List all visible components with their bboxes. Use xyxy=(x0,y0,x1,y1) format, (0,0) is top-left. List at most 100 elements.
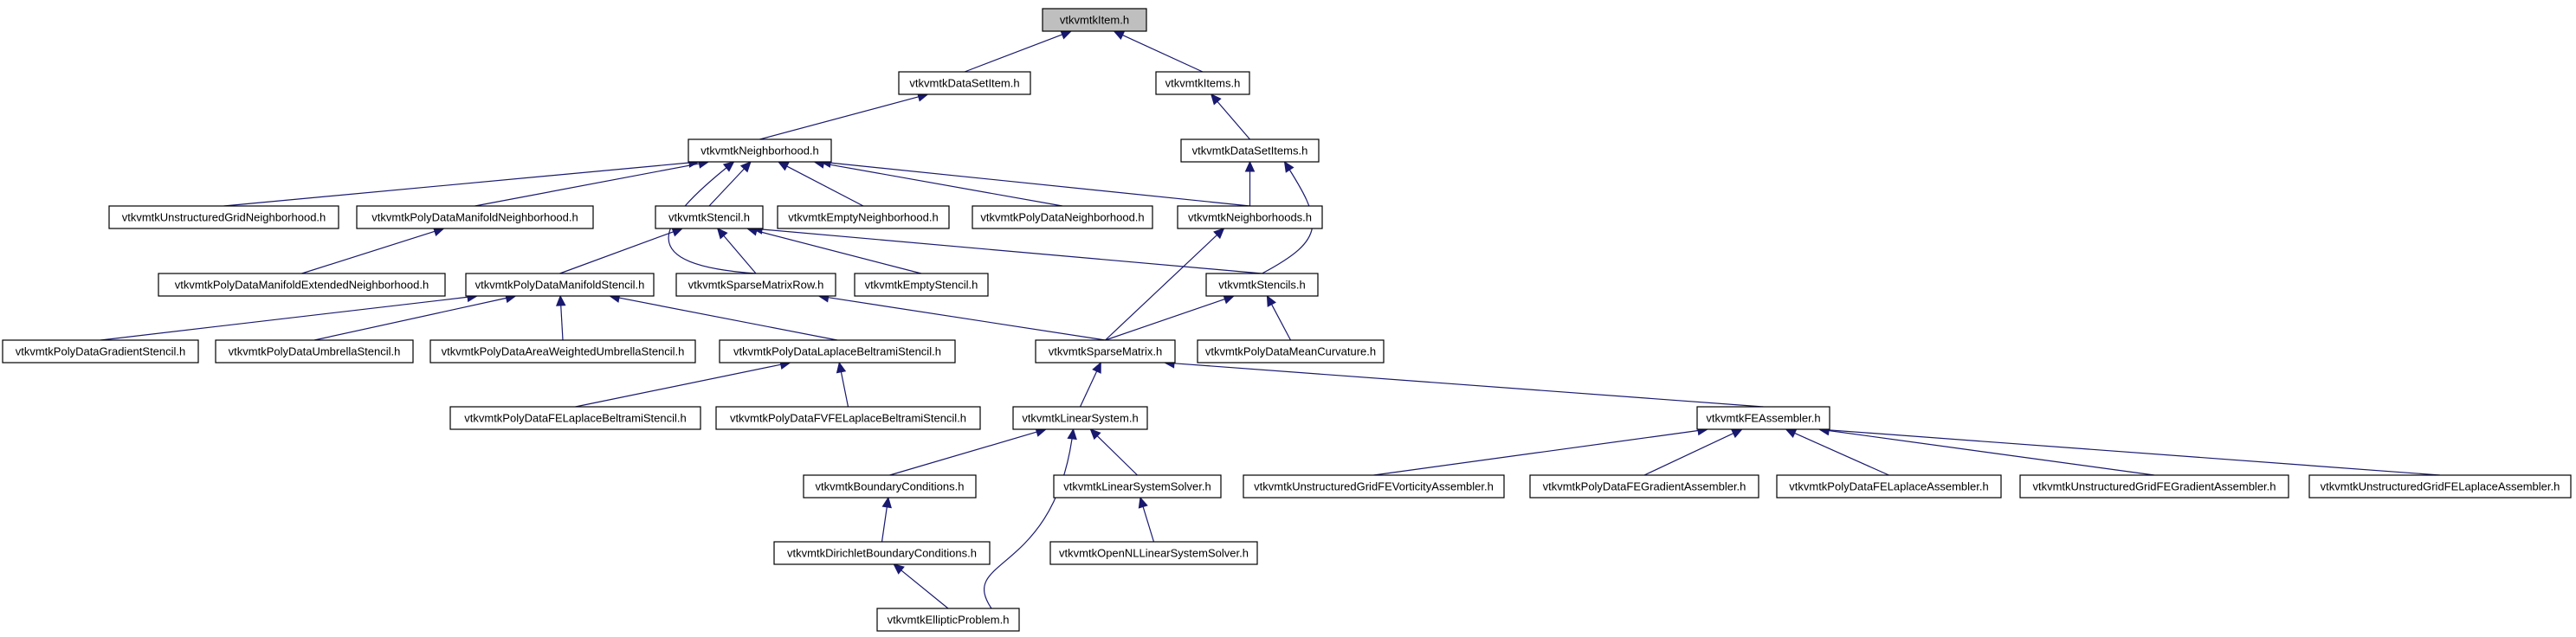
node-box xyxy=(108,205,339,229)
node-label: vtkvmtkPolyDataFELaplaceBeltramiStencil.… xyxy=(464,412,687,425)
edge-line xyxy=(830,162,1250,207)
edge-dataSetItem-to-item xyxy=(964,29,1073,73)
node-ugFEVorticity[interactable]: vtkvmtkUnstructuredGridFEVorticityAssemb… xyxy=(1243,474,1505,499)
edge-pdFELaplaceAsm-to-feAssembler xyxy=(1785,428,1889,476)
edge-line xyxy=(984,428,1075,609)
edge-linearSystem-to-sparseMatrix xyxy=(1079,361,1101,408)
edge-line xyxy=(708,168,745,207)
edge-arrowhead xyxy=(881,496,892,509)
node-label: vtkvmtkUnstructuredGridNeighborhood.h xyxy=(122,211,326,224)
edge-arrowhead xyxy=(777,161,790,171)
edge-line xyxy=(761,228,1262,274)
edge-line xyxy=(840,371,849,408)
node-emptyNeighborhood[interactable]: vtkvmtkEmptyNeighborhood.h xyxy=(777,205,950,229)
node-label: vtkvmtkPolyDataGradientStencil.h xyxy=(16,345,186,358)
node-box xyxy=(2,339,199,364)
edge-line xyxy=(559,231,674,274)
edge-line xyxy=(1122,35,1204,73)
edge-line xyxy=(723,235,757,274)
node-label: vtkvmtkUnstructuredGridFEGradientAssembl… xyxy=(2032,480,2276,493)
node-ugFEGradient[interactable]: vtkvmtkUnstructuredGridFEGradientAssembl… xyxy=(2019,474,2289,499)
node-label: vtkvmtkSparseMatrix.h xyxy=(1049,345,1162,358)
edge-sparseMatrix-to-stencils xyxy=(1105,294,1236,341)
node-meanCurvature[interactable]: vtkvmtkPolyDataMeanCurvature.h xyxy=(1197,339,1385,364)
edge-elliptic-to-linearSystem xyxy=(984,428,1077,609)
node-pdFELaplace[interactable]: vtkvmtkPolyDataFELaplaceBeltramiStencil.… xyxy=(449,406,701,430)
node-label: vtkvmtkSparseMatrixRow.h xyxy=(688,279,824,292)
node-boundaryConditions[interactable]: vtkvmtkBoundaryConditions.h xyxy=(803,474,977,499)
node-items[interactable]: vtkvmtkItems.h xyxy=(1155,71,1250,95)
node-box xyxy=(1053,474,1222,499)
node-label: vtkvmtkPolyDataManifoldStencil.h xyxy=(475,279,645,292)
node-label: vtkvmtkEmptyStencil.h xyxy=(865,279,978,292)
edge-line xyxy=(1217,100,1250,140)
node-pdAreaUmbrella[interactable]: vtkvmtkPolyDataAreaWeightedUmbrellaStenc… xyxy=(429,339,696,364)
node-linearSolver[interactable]: vtkvmtkLinearSystemSolver.h xyxy=(1053,474,1222,499)
node-neighborhoods[interactable]: vtkvmtkNeighborhoods.h xyxy=(1177,205,1323,229)
edge-elliptic-to-dirichlet xyxy=(893,563,949,609)
node-label: vtkvmtkDirichletBoundaryConditions.h xyxy=(787,547,977,560)
node-ugFELaplace[interactable]: vtkvmtkUnstructuredGridFELaplaceAssemble… xyxy=(2308,474,2572,499)
node-sparseRow[interactable]: vtkvmtkSparseMatrixRow.h xyxy=(675,273,836,297)
node-label: vtkvmtkStencil.h xyxy=(668,211,750,224)
node-sparseMatrix[interactable]: vtkvmtkSparseMatrix.h xyxy=(1035,339,1176,364)
node-box xyxy=(2019,474,2289,499)
node-box xyxy=(1035,339,1176,364)
edge-boundaryConditions-to-linearSystem xyxy=(889,427,1048,476)
node-dataSetItems[interactable]: vtkvmtkDataSetItems.h xyxy=(1180,138,1320,163)
edge-line xyxy=(759,96,919,140)
node-pdLaplaceStencil[interactable]: vtkvmtkPolyDataLaplaceBeltramiStencil.h xyxy=(719,339,956,364)
node-box xyxy=(465,273,655,297)
node-neighborhood[interactable]: vtkvmtkNeighborhood.h xyxy=(688,138,832,163)
node-label: vtkvmtkPolyDataManifoldExtendedNeighborh… xyxy=(175,279,429,292)
node-label: vtkvmtkOpenNLLinearSystemSolver.h xyxy=(1059,547,1249,560)
edge-arrowhead xyxy=(1730,428,1743,439)
node-pdFEGradient[interactable]: vtkvmtkPolyDataFEGradientAssembler.h xyxy=(1529,474,1759,499)
node-label: vtkvmtkEllipticProblem.h xyxy=(888,614,1010,627)
node-box xyxy=(1049,541,1258,565)
node-label: vtkvmtkUnstructuredGridFELaplaceAssemble… xyxy=(2321,480,2560,493)
node-feAssembler[interactable]: vtkvmtkFEAssembler.h xyxy=(1696,406,1830,430)
node-label: vtkvmtkPolyDataAreaWeightedUmbrellaStenc… xyxy=(442,345,685,358)
node-box xyxy=(1012,406,1148,430)
node-pdmExtNeighborhood[interactable]: vtkvmtkPolyDataManifoldExtendedNeighborh… xyxy=(158,273,446,297)
node-dataSetItem[interactable]: vtkvmtkDataSetItem.h xyxy=(898,71,1031,95)
edge-line xyxy=(475,163,700,207)
node-pdGradStencil[interactable]: vtkvmtkPolyDataGradientStencil.h xyxy=(2,339,199,364)
node-dirichlet[interactable]: vtkvmtkDirichletBoundaryConditions.h xyxy=(773,541,991,565)
node-box xyxy=(876,608,1020,632)
node-pdFVFELaplace[interactable]: vtkvmtkPolyDataFVFELaplaceBeltramiStenci… xyxy=(715,406,981,430)
node-label: vtkvmtkBoundaryConditions.h xyxy=(816,480,965,493)
node-pdmStencil[interactable]: vtkvmtkPolyDataManifoldStencil.h xyxy=(465,273,655,297)
edge-line xyxy=(668,161,757,274)
node-linearSystem[interactable]: vtkvmtkLinearSystem.h xyxy=(1012,406,1148,430)
node-item[interactable]: vtkvmtkItem.h xyxy=(1042,8,1147,32)
edge-arrowhead xyxy=(739,161,752,173)
edge-arrowhead xyxy=(1244,160,1256,172)
node-pdFELaplaceAsm[interactable]: vtkvmtkPolyDataFELaplaceAssembler.h xyxy=(1776,474,2002,499)
node-emptyStencil[interactable]: vtkvmtkEmptyStencil.h xyxy=(854,273,989,297)
node-stencil[interactable]: vtkvmtkStencil.h xyxy=(655,205,764,229)
node-elliptic[interactable]: vtkvmtkEllipticProblem.h xyxy=(876,608,1020,632)
node-box xyxy=(972,205,1153,229)
node-label: vtkvmtkPolyDataMeanCurvature.h xyxy=(1205,345,1376,358)
node-pdUmbrella[interactable]: vtkvmtkPolyDataUmbrellaStencil.h xyxy=(215,339,414,364)
edge-arrowhead xyxy=(1067,428,1077,441)
edge-line xyxy=(1828,429,2155,476)
node-box xyxy=(854,273,989,297)
edge-line xyxy=(1828,429,2441,476)
edge-line xyxy=(1373,429,1699,476)
node-label: vtkvmtkPolyDataFVFELaplaceBeltramiStenci… xyxy=(730,412,966,425)
node-ugNeighborhood[interactable]: vtkvmtkUnstructuredGridNeighborhood.h xyxy=(108,205,339,229)
edge-line xyxy=(223,162,690,207)
node-label: vtkvmtkFEAssembler.h xyxy=(1706,412,1820,425)
node-openNL[interactable]: vtkvmtkOpenNLLinearSystemSolver.h xyxy=(1049,541,1258,565)
edge-ugFELaplace-to-feAssembler xyxy=(1817,425,2441,476)
node-label: vtkvmtkPolyDataFEGradientAssembler.h xyxy=(1543,480,1746,493)
node-label: vtkvmtkPolyDataManifoldNeighborhood.h xyxy=(371,211,578,224)
node-stencils[interactable]: vtkvmtkStencils.h xyxy=(1205,273,1319,297)
edge-neighborhood-to-dataSetItem xyxy=(759,92,929,140)
node-pdmNeighborhood[interactable]: vtkvmtkPolyDataManifoldNeighborhood.h xyxy=(356,205,594,229)
edge-line xyxy=(901,569,949,609)
node-pdNeighborhood[interactable]: vtkvmtkPolyDataNeighborhood.h xyxy=(972,205,1153,229)
